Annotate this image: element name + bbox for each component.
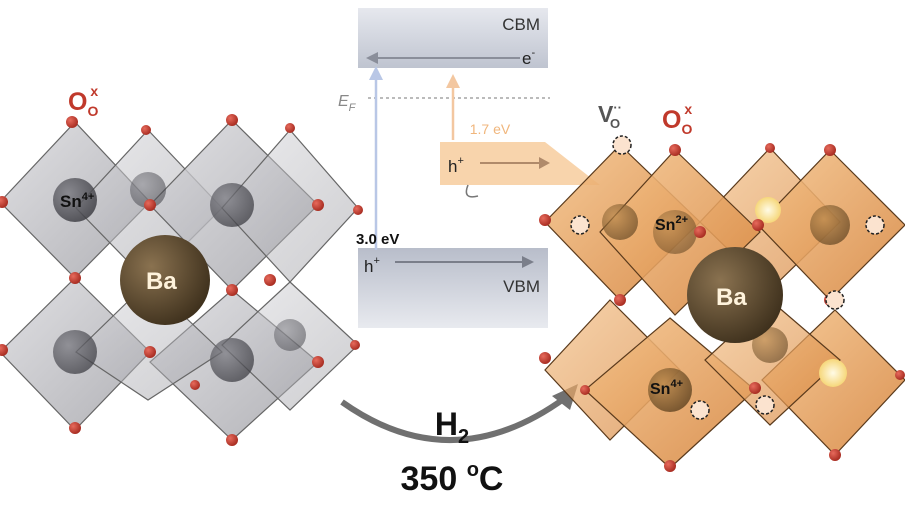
- left-oxygen-label: OOx: [68, 83, 98, 119]
- sn2-label: Sn2+: [655, 214, 688, 234]
- oxygen-atom: [144, 199, 156, 211]
- oxygen-atom: [694, 226, 706, 238]
- electron-arrow-head: [366, 52, 378, 64]
- sn4-label: Sn4+: [650, 378, 683, 398]
- gas-label: H2: [435, 406, 469, 448]
- defect-gap-label: 1.7 eV: [470, 121, 511, 137]
- oxygen-vacancy: [825, 290, 845, 310]
- oxygen-atom: [614, 294, 626, 306]
- orange-sn-spheres: [602, 204, 850, 412]
- hole-recapture-arrow: [465, 184, 479, 198]
- oxygen-atom: [664, 460, 676, 472]
- sn-atom-orange: [653, 210, 697, 254]
- valence-hole-arrow-head: [522, 256, 534, 268]
- oxygen-atom: [144, 346, 156, 358]
- oxygen-vacancy: [570, 215, 590, 235]
- oxygen-atom: [829, 449, 841, 461]
- sn-atom-gray: [53, 330, 97, 374]
- oxygen-vacancy: [865, 215, 885, 235]
- oxygen-atom: [285, 123, 295, 133]
- sn-atom-gray: [274, 319, 306, 351]
- left-ba-label: Ba: [146, 268, 177, 295]
- oxygen-atom: [669, 144, 681, 156]
- oxygen-vacancy: [690, 400, 710, 420]
- cbm-label: CBM: [502, 15, 540, 34]
- oxygen-atom: [0, 196, 8, 208]
- vbm-label: VBM: [503, 277, 540, 296]
- oxygen-atom: [895, 370, 905, 380]
- ba-atom-right: [687, 247, 783, 343]
- oxygen-atom: [226, 284, 238, 296]
- oxygen-atom: [312, 199, 324, 211]
- sn-atom-gray: [210, 183, 254, 227]
- defect-arrow-head: [446, 74, 460, 88]
- orange-crystal: V··O OOx Sn2+ Sn4+ Ba: [539, 100, 905, 472]
- defect-hole-label: h+: [448, 155, 464, 176]
- left-sn-label: Sn4+: [60, 191, 94, 211]
- oxygen-atom: [69, 272, 81, 284]
- oxygen-atom: [69, 422, 81, 434]
- reaction: H2 350 oC: [340, 384, 578, 498]
- vacancy-label: V··O: [598, 100, 622, 131]
- glowing-sn-atom: [819, 359, 847, 387]
- oxygen-atom: [226, 434, 238, 446]
- oxygen-atom: [580, 385, 590, 395]
- electron-label: e-: [522, 47, 535, 68]
- sn-atom-gray: [130, 172, 166, 208]
- oxygen-atom: [312, 356, 324, 368]
- fermi-level-label: EF: [338, 93, 357, 114]
- oxygen-atom: [824, 144, 836, 156]
- oxygen-atom: [190, 380, 200, 390]
- sn-atom-orange: [752, 327, 788, 363]
- oxygen-atom: [264, 274, 276, 286]
- oxygen-atom: [226, 114, 238, 126]
- oxygen-atom: [539, 214, 551, 226]
- oxygen-atom: [0, 344, 8, 356]
- oxygen-vacancy: [755, 395, 775, 415]
- oxygen-atom: [765, 143, 775, 153]
- oxygen-atom: [350, 340, 360, 350]
- bandgap-label: 3.0 eV: [356, 231, 399, 248]
- oxygen-vacancy: [612, 135, 632, 155]
- ba-atom-left: [120, 235, 210, 325]
- oxygen-vacancies: [570, 135, 885, 420]
- valence-hole-label: h+: [364, 255, 380, 276]
- reaction-arrow: [340, 395, 567, 443]
- oxygen-atom: [141, 125, 151, 135]
- oxygen-atom: [539, 352, 551, 364]
- band-diagram: CBM e- EF 1.7 eV h+ 3.0 eV h+ VBM: [338, 8, 600, 328]
- sn-atom-orange: [810, 205, 850, 245]
- sn-atom-orange: [602, 204, 638, 240]
- bandgap-arrow-head: [369, 66, 383, 80]
- right-ba-label: Ba: [716, 284, 747, 311]
- defect-hole-arrow-head: [539, 157, 550, 169]
- gray-oxygen-atoms: [0, 114, 363, 446]
- gray-crystal: OOx Sn4+ Ba: [0, 83, 363, 446]
- oxygen-atom: [66, 116, 78, 128]
- temperature-label: 350 oC: [401, 459, 504, 498]
- sn-atom-orange: [648, 368, 692, 412]
- sn-atom-gray: [53, 178, 97, 222]
- gray-sn-spheres: [53, 172, 306, 382]
- oxygen-atom: [752, 219, 764, 231]
- glowing-sn-atom: [755, 197, 781, 223]
- oxygen-atom: [749, 382, 761, 394]
- octahedron-gray-back: [75, 281, 223, 401]
- right-oxygen-label: OOx: [662, 101, 692, 137]
- oxygen-atom: [353, 205, 363, 215]
- sn-atom-gray: [210, 338, 254, 382]
